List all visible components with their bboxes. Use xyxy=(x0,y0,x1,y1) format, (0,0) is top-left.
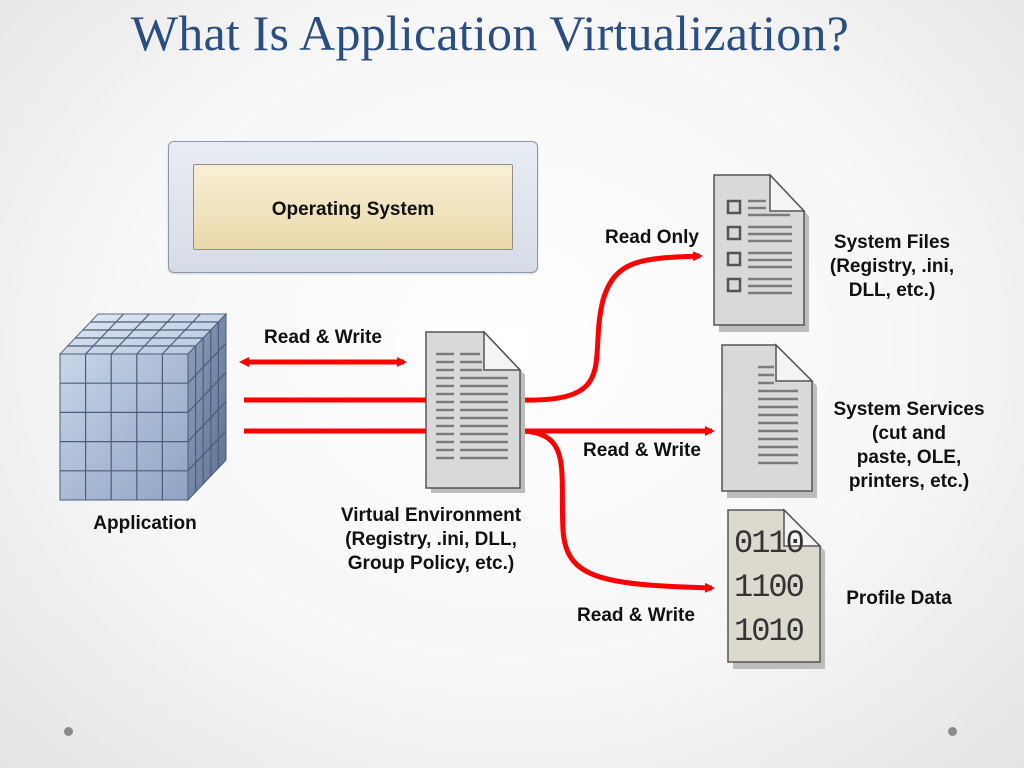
system-services-line-4: printers, etc.) xyxy=(848,471,970,492)
system-files-line-3: DLL, etc.) xyxy=(848,280,936,301)
operating-system-box: Operating System xyxy=(168,141,538,273)
profile-data-label: Profile Data xyxy=(846,588,952,609)
application-label: Application xyxy=(93,513,197,534)
read-only-arrow xyxy=(522,251,703,403)
system-services-line-3: paste, OLE, xyxy=(856,447,962,468)
binary-row-1: 0110 xyxy=(734,526,805,562)
operating-system-inner-panel: Operating System xyxy=(193,164,513,250)
read-write-app-label: Read & Write xyxy=(264,327,382,348)
system-files-line-1: System Files xyxy=(833,232,951,253)
slide-title: What Is Application Virtualization? xyxy=(130,5,850,61)
application-cube-icon xyxy=(58,312,228,502)
virtual-environment-line-1: Virtual Environment xyxy=(340,505,522,526)
virtual-environment-line-3: Group Policy, etc.) xyxy=(347,553,515,574)
read-only-label: Read Only xyxy=(605,227,699,248)
binary-row-3: 1010 xyxy=(734,613,805,650)
slide-dot-left xyxy=(64,727,73,736)
profile-data-binary-icon: 0110 1100 1010 xyxy=(726,508,825,669)
system-files-label: System Files (Registry, .ini, DLL, etc.) xyxy=(800,231,984,303)
system-services-line-2: (cut and xyxy=(872,423,946,444)
read-write-profile-label: Read & Write xyxy=(577,605,695,626)
system-files-checklist-icon xyxy=(713,173,809,332)
read-write-profile-arrow xyxy=(522,428,715,593)
virtual-environment-document-icon xyxy=(425,330,525,493)
operating-system-label: Operating System xyxy=(271,199,435,220)
system-services-line-1: System Services xyxy=(833,399,985,420)
system-files-line-2: (Registry, .ini, xyxy=(829,256,955,277)
virtual-environment-line-2: (Registry, .ini, DLL, xyxy=(345,529,517,550)
system-services-document-icon xyxy=(721,343,817,498)
binary-row-2: 1100 xyxy=(734,569,805,606)
virtual-environment-label: Virtual Environment (Registry, .ini, DLL… xyxy=(300,504,562,576)
read-write-services-label: Read & Write xyxy=(583,440,701,461)
system-services-label: System Services (cut and paste, OLE, pri… xyxy=(812,398,1006,494)
slide-dot-right xyxy=(948,727,957,736)
binary-page-shape xyxy=(727,508,825,669)
